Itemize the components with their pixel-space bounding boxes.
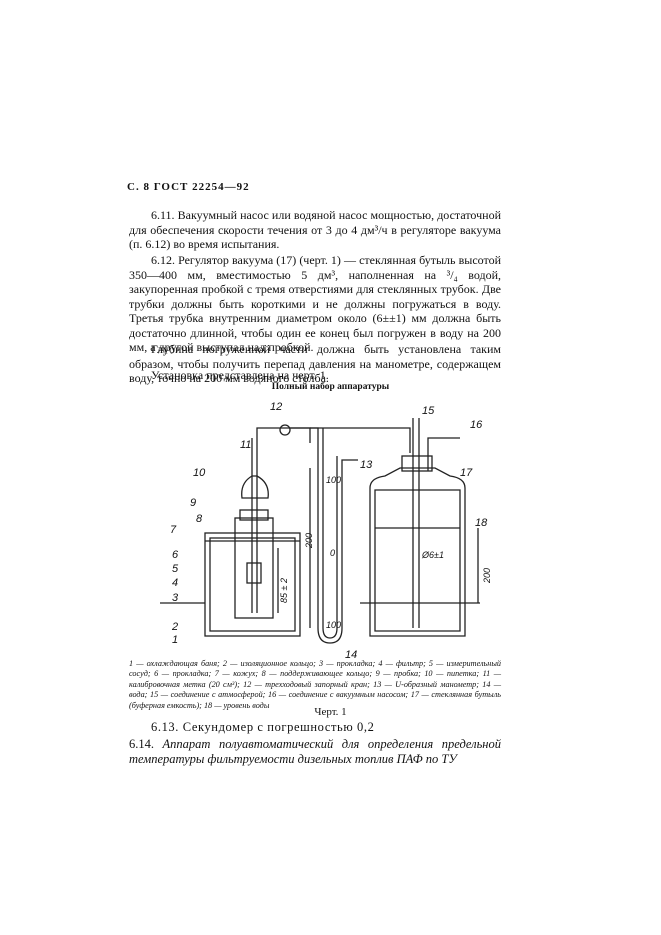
label-18: 18: [475, 517, 488, 529]
paragraph-6-14-text: Аппарат полуавтоматический для определен…: [129, 737, 501, 766]
label-15: 15: [422, 405, 435, 417]
paragraph-6-12: 6.12. Регулятор вакуума (17) (черт. 1) —…: [129, 253, 501, 354]
label-11: 11: [240, 439, 251, 451]
label-3: 3: [172, 592, 179, 604]
paragraph-6-13: 6.13. Секундомер с погрешностью 0,2: [151, 720, 375, 734]
label-10: 10: [193, 467, 206, 479]
figure-caption: 1 — охлаждающая баня; 2 — изоляционное к…: [129, 659, 501, 710]
dim-100-top: 100: [326, 475, 341, 485]
dim-0: 0: [330, 548, 335, 558]
dim-diameter: Ø6±1: [421, 550, 444, 560]
page-header: С. 8 ГОСТ 22254—92: [127, 181, 250, 193]
label-8: 8: [196, 513, 203, 525]
label-9: 9: [190, 497, 196, 509]
paragraph-6-14: 6.14. Аппарат полуавтоматический для опр…: [129, 737, 501, 767]
label-12: 12: [270, 401, 282, 413]
label-16: 16: [470, 419, 483, 431]
paragraph-setup: Установка представлена на черт. 1.: [151, 368, 329, 382]
paragraph-6-11: 6.11. Вакуумный насос или водяной насос …: [129, 208, 501, 251]
figure-number: Черт. 1: [314, 706, 347, 718]
label-2: 2: [171, 621, 178, 633]
dim-200-left: 200: [304, 533, 314, 549]
dim-100-bottom: 100: [326, 620, 341, 630]
apparatus-drawing: 1 2 3 4 5 6 7 8 9 10 11 12 13 14 15 16 1…: [160, 401, 492, 660]
label-7: 7: [170, 524, 177, 536]
label-1: 1: [172, 634, 178, 646]
paragraph-6-14-number: 6.14.: [129, 737, 154, 751]
label-13: 13: [360, 459, 373, 471]
label-4: 4: [172, 577, 178, 589]
label-5: 5: [172, 563, 179, 575]
figure-title: Полный набор аппаратуры: [271, 382, 390, 392]
label-14: 14: [345, 649, 357, 660]
dim-85: 85 ± 2: [279, 578, 289, 603]
dim-200-right: 200: [482, 568, 492, 584]
label-17: 17: [460, 467, 473, 479]
label-6: 6: [172, 549, 179, 561]
paragraph-depth: Глубина погруженной части должна быть ус…: [129, 342, 501, 385]
